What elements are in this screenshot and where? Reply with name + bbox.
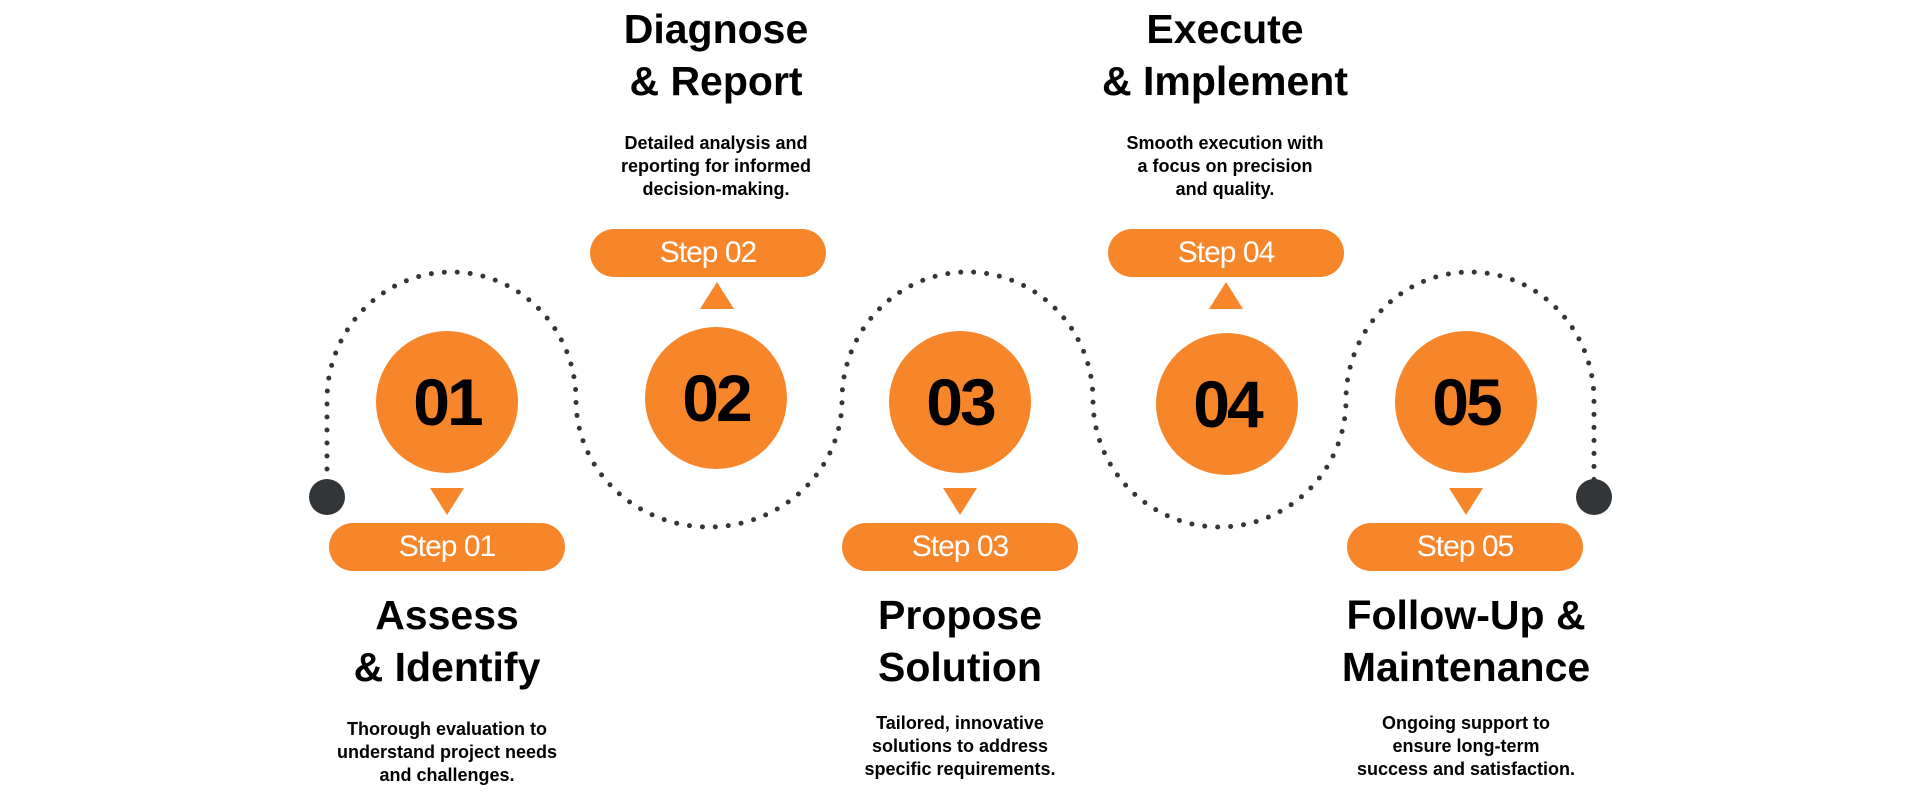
step-03-title-line: Propose <box>877 592 1043 638</box>
step-02-title: Diagnose & Report <box>506 3 926 107</box>
step-01-number-circle: 01 <box>376 331 518 473</box>
step-01-title-line: & Identify <box>353 644 541 690</box>
step-03-description-line: solutions to address <box>871 736 1049 756</box>
step-03-title-line: Solution <box>878 644 1042 690</box>
step-02-label: Step 02 <box>590 229 826 277</box>
step-01-description-line: and challenges. <box>379 765 515 785</box>
path-start-dot <box>309 479 345 515</box>
step-04-description: Smooth execution with a focus on precisi… <box>1045 132 1405 201</box>
step-04-description-line: a focus on precision <box>1137 156 1313 176</box>
step-02-title-line: Diagnose <box>623 6 809 52</box>
step-04-title: Execute & Implement <box>1015 3 1435 107</box>
step-03-description-line: Tailored, innovative <box>876 713 1044 733</box>
step-03-description-line: specific requirements. <box>864 759 1056 779</box>
step-05-description-line: ensure long-term <box>1392 736 1540 756</box>
step-05-pointer-icon <box>1449 488 1483 515</box>
step-05-title-line: Follow-Up & <box>1346 592 1586 638</box>
step-05-description-line: success and satisfaction. <box>1356 759 1576 779</box>
step-02-title-line: & Report <box>629 58 803 104</box>
step-03-number-circle: 03 <box>889 331 1031 473</box>
step-04-number-circle: 04 <box>1156 333 1298 475</box>
step-05-number-circle: 05 <box>1395 331 1537 473</box>
step-04-title-line: & Implement <box>1101 58 1349 104</box>
step-02-description-line: decision-making. <box>642 179 790 199</box>
step-05-title-line: Maintenance <box>1341 644 1591 690</box>
step-01-description-line: understand project needs <box>336 742 558 762</box>
step-02-number-circle: 02 <box>645 327 787 469</box>
step-03-label: Step 03 <box>842 523 1078 571</box>
step-05-title: Follow-Up & Maintenance <box>1256 589 1676 693</box>
step-02-description: Detailed analysis and reporting for info… <box>536 132 896 201</box>
step-02-description-line: reporting for informed <box>621 156 811 176</box>
step-05-label: Step 05 <box>1347 523 1583 571</box>
path-end-dot <box>1576 479 1612 515</box>
step-01-label: Step 01 <box>329 523 565 571</box>
step-04-description-line: Smooth execution with <box>1126 133 1324 153</box>
step-03-description: Tailored, innovative solutions to addres… <box>780 712 1140 781</box>
step-04-description-line: and quality. <box>1175 179 1275 199</box>
step-02-description-line: Detailed analysis and <box>624 133 808 153</box>
step-04-title-line: Execute <box>1146 6 1304 52</box>
step-01-description: Thorough evaluation to understand projec… <box>267 718 627 787</box>
step-01-title-line: Assess <box>375 592 519 638</box>
step-01-title: Assess & Identify <box>237 589 657 693</box>
step-05-description-line: Ongoing support to <box>1382 713 1550 733</box>
step-01-pointer-icon <box>430 488 464 515</box>
step-01-description-line: Thorough evaluation to <box>347 719 547 739</box>
step-03-title: Propose Solution <box>750 589 1170 693</box>
step-05-description: Ongoing support to ensure long-term succ… <box>1286 712 1646 781</box>
step-04-pointer-icon <box>1209 282 1243 309</box>
step-03-pointer-icon <box>943 488 977 515</box>
step-04-label: Step 04 <box>1108 229 1344 277</box>
step-02-pointer-icon <box>700 282 734 309</box>
